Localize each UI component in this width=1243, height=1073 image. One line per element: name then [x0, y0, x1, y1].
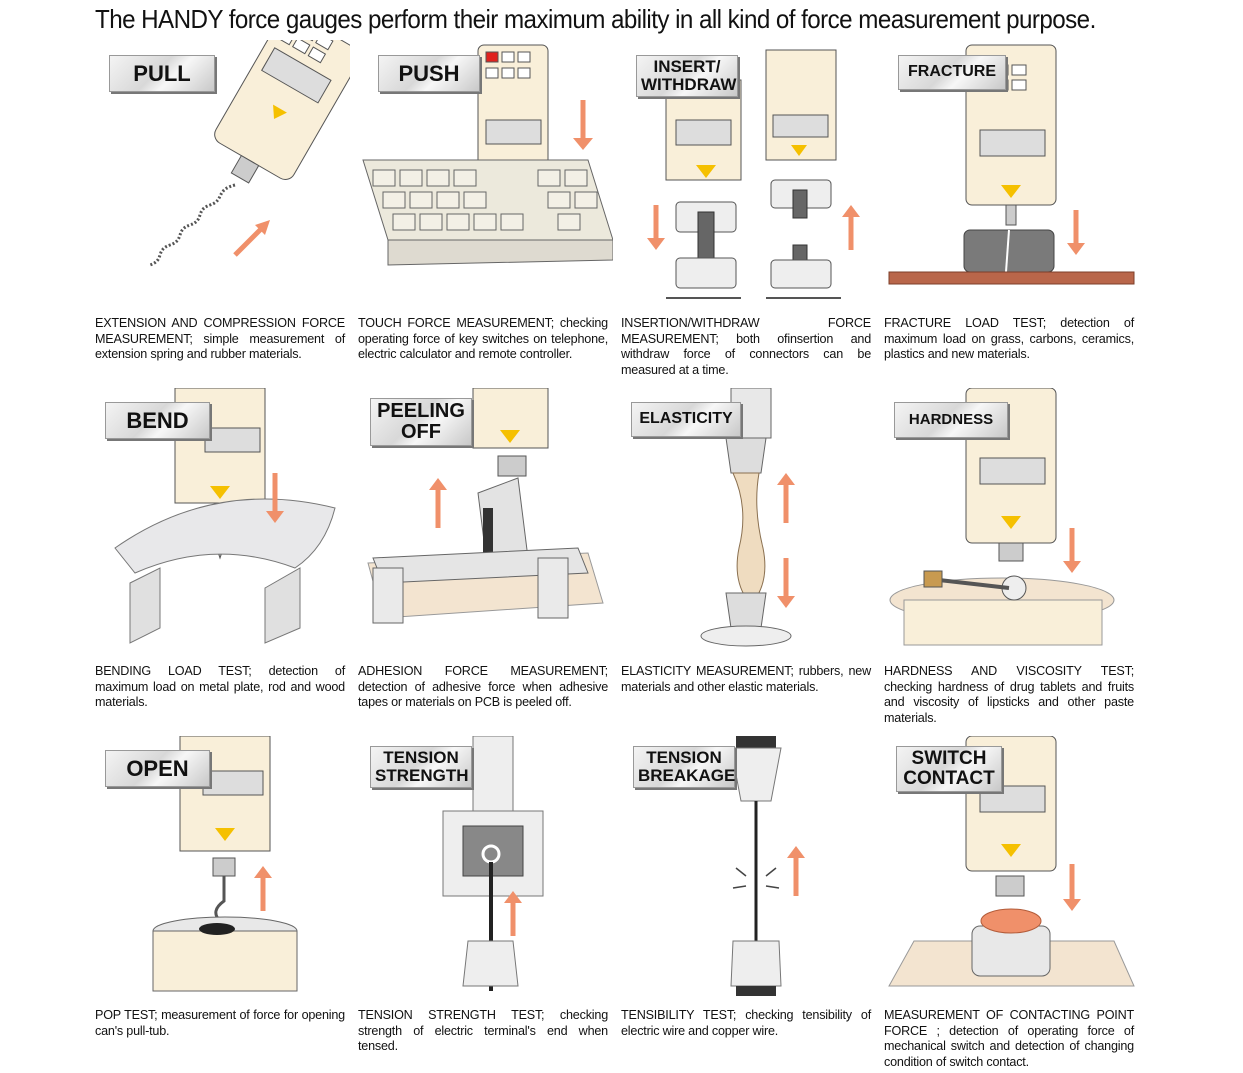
label-tag-insert-withdraw: INSERT/ WITHDRAW: [636, 55, 738, 97]
caption-fracture: FRACTURE LOAD TEST; detection of maximum…: [884, 316, 1134, 361]
caption-bend: BENDING LOAD TEST; detection of maximum …: [95, 664, 345, 709]
tension-strength-illustration: [358, 736, 613, 996]
label-tag-push: PUSH: [378, 55, 480, 93]
caption-open: POP TEST; measurement of force for openi…: [95, 1008, 345, 1038]
label-tag-bend: BEND: [105, 402, 210, 440]
page-title: The HANDY force gauges perform their max…: [95, 4, 1096, 34]
pull-illustration: [95, 40, 350, 300]
caption-pull: EXTENSION AND COMPRESSION FORCE MEASUREM…: [95, 316, 345, 361]
label-tag-elasticity: ELASTICITY: [631, 402, 741, 437]
label-tag-peeling-off: PEELING OFF: [370, 398, 472, 446]
label-tag-pull: PULL: [109, 55, 215, 93]
caption-push: TOUCH FORCE MEASUREMENT; checking operat…: [358, 316, 608, 361]
caption-hardness: HARDNESS AND VISCOSITY TEST; checking ha…: [884, 664, 1134, 725]
caption-tension-breakage: TENSIBILITY TEST; checking tensibility o…: [621, 1008, 871, 1038]
insert-withdraw-illustration: [621, 40, 876, 300]
peeling-off-illustration: [358, 388, 613, 648]
caption-insert-withdraw: INSERTION/WITHDRAW FORCE MEASUREMENT; bo…: [621, 316, 871, 377]
label-tag-tension-breakage: TENSION BREAKAGE: [633, 746, 735, 788]
label-tag-tension-strength: TENSION STRENGTH: [370, 746, 472, 788]
caption-tension-strength: TENSION STRENGTH TEST; checking strength…: [358, 1008, 608, 1053]
push-illustration: [358, 40, 613, 300]
caption-elasticity: ELASTICITY MEASUREMENT; rubbers, new mat…: [621, 664, 871, 694]
tension-breakage-illustration: [621, 736, 876, 996]
switch-contact-illustration: [884, 736, 1139, 996]
label-tag-switch-contact: SWITCH CONTACT: [896, 746, 1002, 792]
caption-switch-contact: MEASUREMENT OF CONTACTING POINT FORCE ; …: [884, 1008, 1134, 1069]
caption-peeling-off: ADHESION FORCE MEASUREMENT; detection of…: [358, 664, 608, 709]
label-tag-hardness: HARDNESS: [894, 402, 1008, 438]
label-tag-fracture: FRACTURE: [898, 55, 1006, 90]
label-tag-open: OPEN: [105, 750, 210, 788]
